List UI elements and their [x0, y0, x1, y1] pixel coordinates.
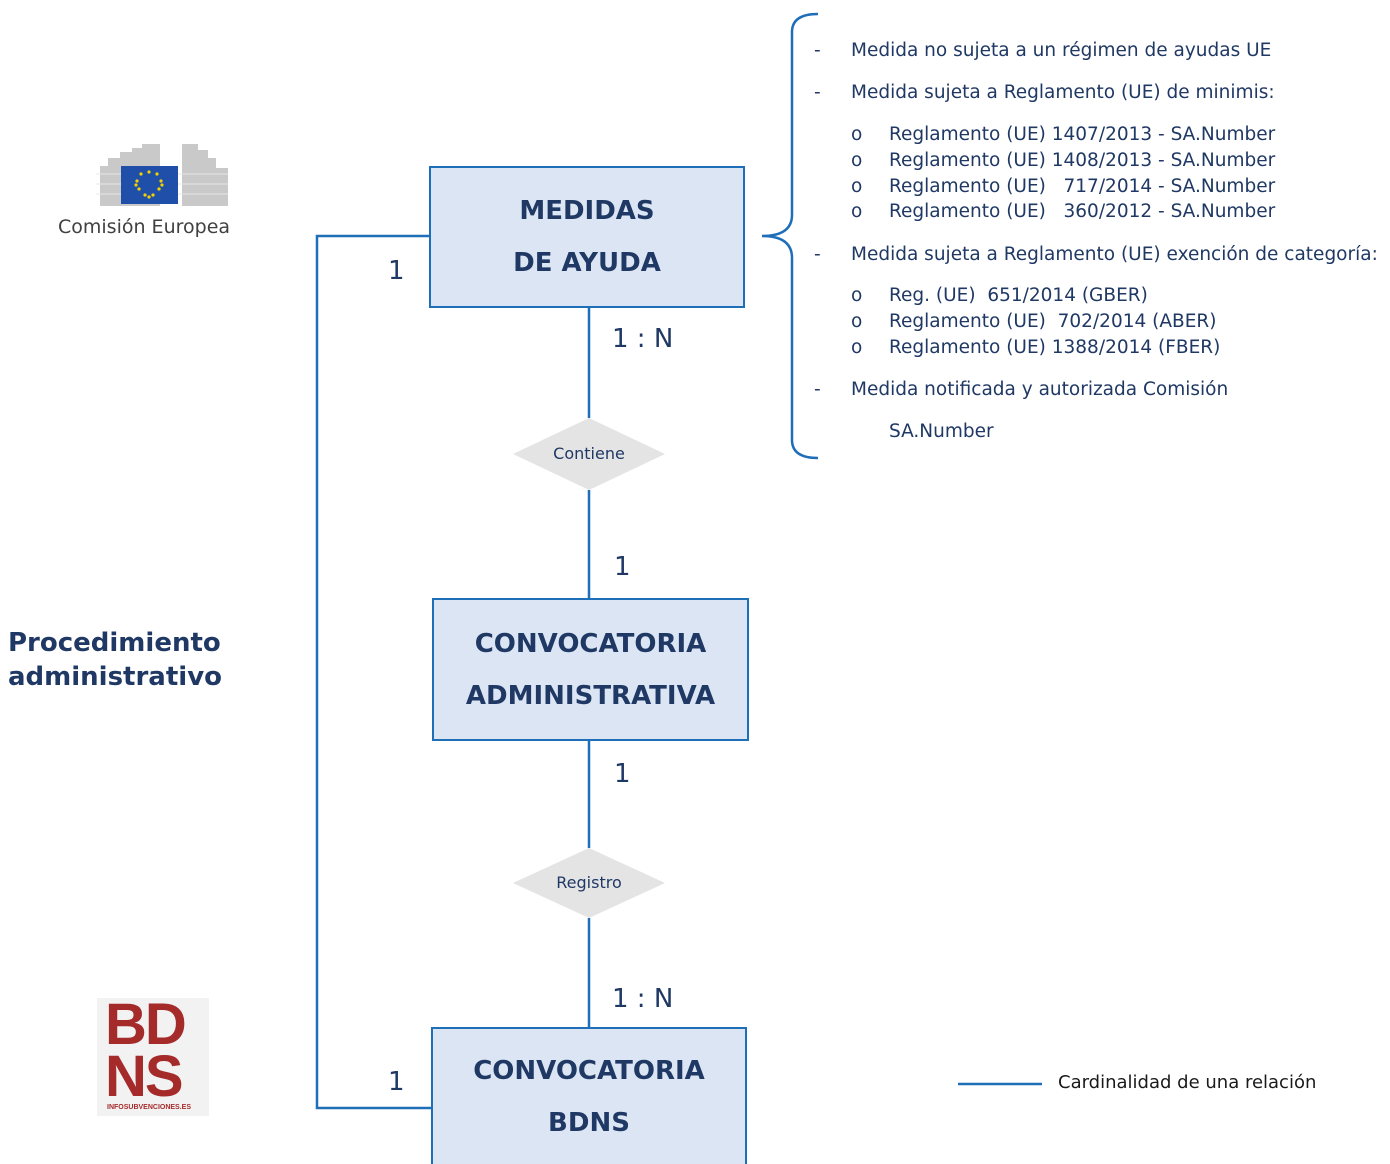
cardinality-contiene-admin: 1	[614, 552, 631, 582]
entity-medidas-line2: DE AYUDA	[513, 248, 661, 278]
entity-admin-line2: ADMINISTRATIVA	[465, 680, 716, 711]
cardinality-medidas-left: 1	[388, 256, 405, 286]
procedimiento-line1: Procedimiento	[8, 628, 221, 658]
bdns-logo-bottom: NS	[105, 1044, 184, 1109]
cardinality-admin-registro: 1	[614, 759, 631, 789]
connector-medidas-bdns-loop	[315, 234, 432, 1110]
rule-3-item: Reglamento (UE) 1388/2014 (FBER)	[889, 337, 1221, 358]
rule-dash: -	[814, 40, 821, 61]
entity-bdns-line1: CONVOCATORIA	[473, 1055, 705, 1086]
rule-bullet: o	[851, 311, 863, 332]
ec-logo-caption: Comisión Europea	[58, 216, 231, 238]
rule-2-item: Reglamento (UE) 1407/2013 - SA.Number	[889, 124, 1276, 145]
rule-2-item: Reglamento (UE) 717/2014 - SA.Number	[889, 176, 1276, 197]
diamond-contiene	[513, 418, 665, 490]
rule-bullet: o	[851, 337, 863, 358]
legend-label: Cardinalidad de una relación	[1058, 1072, 1317, 1093]
rule-dash: -	[814, 82, 821, 103]
cardinality-medidas-contiene: 1 : N	[612, 324, 674, 354]
relation-registro: Registro	[556, 873, 622, 892]
relation-contiene: Contiene	[553, 444, 625, 463]
entity-convocatoria-administrativa: CONVOCATORIA ADMINISTRATIVA	[432, 598, 749, 741]
entity-bdns-line2: BDNS	[548, 1107, 630, 1138]
entity-medidas-line1: MEDIDAS	[519, 196, 655, 226]
ec-logo	[96, 144, 228, 206]
rule-bullet: o	[851, 176, 863, 197]
cardinality-bdns-left: 1	[388, 1067, 405, 1097]
entity-convocatoria-bdns: CONVOCATORIA BDNS	[431, 1027, 747, 1164]
diamond-registro	[513, 848, 665, 918]
entity-admin-line1: CONVOCATORIA	[474, 628, 707, 659]
rule-2: Medida sujeta a Reglamento (UE) de minim…	[851, 82, 1275, 103]
ec-building-icon	[96, 144, 228, 206]
procedimiento-label: Procedimiento administrativo	[8, 626, 222, 694]
rule-2-item: Reglamento (UE) 360/2012 - SA.Number	[889, 201, 1276, 222]
rules-brace	[761, 12, 819, 460]
rule-bullet: o	[851, 124, 863, 145]
bdns-logo-subtitle: INFOSUBVENCIONES.ES	[107, 1104, 192, 1111]
rule-4-sub: SA.Number	[889, 421, 994, 442]
rule-3-item: Reg. (UE) 651/2014 (GBER)	[889, 285, 1148, 306]
rule-bullet: o	[851, 201, 863, 222]
rule-dash: -	[814, 379, 821, 400]
rule-bullet: o	[851, 285, 863, 306]
entity-medidas-de-ayuda: MEDIDAS DE AYUDA	[429, 166, 745, 308]
rule-3-item: Reglamento (UE) 702/2014 (ABER)	[889, 311, 1217, 332]
procedimiento-line2: administrativo	[8, 662, 223, 692]
rule-dash: -	[814, 244, 821, 265]
rule-1: Medida no sujeta a un régimen de ayudas …	[851, 40, 1272, 61]
rule-3: Medida sujeta a Reglamento (UE) exención…	[851, 244, 1378, 265]
rule-bullet: o	[851, 150, 863, 171]
cardinality-registro-bdns: 1 : N	[612, 984, 674, 1014]
rule-2-item: Reglamento (UE) 1408/2013 - SA.Number	[889, 150, 1276, 171]
bdns-logo: BD NS INFOSUBVENCIONES.ES	[97, 992, 209, 1116]
bdns-logo-top: BD	[105, 992, 187, 1057]
rule-4: Medida notificada y autorizada Comisión	[851, 379, 1229, 400]
